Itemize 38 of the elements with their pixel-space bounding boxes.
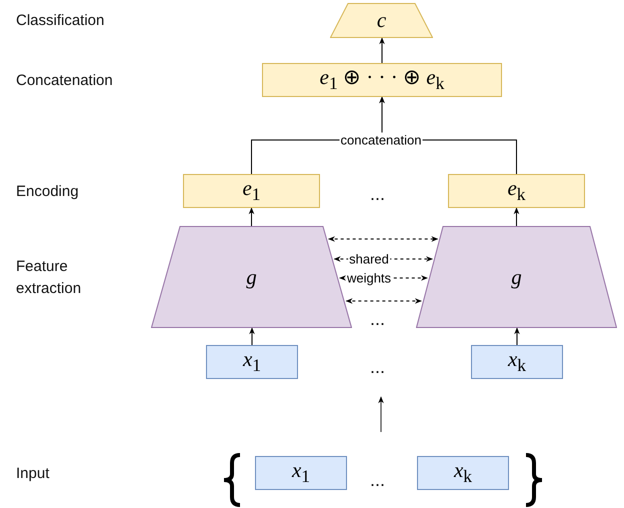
output-trapezoid [330, 3, 433, 38]
math-label: e$_{k}$ [507, 176, 526, 206]
arrow [248, 207, 254, 226]
math-label: e$_{1}$ [242, 176, 261, 206]
row-label: Concatenation [16, 71, 113, 91]
math-label: c [376, 8, 386, 33]
arrow [514, 207, 520, 226]
edge-label: concatenation [340, 132, 422, 148]
arrow [249, 327, 255, 346]
encoding-box [183, 174, 320, 208]
dashed-arrow [346, 298, 422, 304]
row-label: Encoding [16, 182, 79, 202]
input-box [471, 345, 563, 379]
arrow [379, 37, 385, 64]
arrow [514, 327, 520, 346]
math-label: e$_{1}$ ⊕ · · · ⊕ e$_{k}$ [320, 65, 444, 95]
input-box [206, 345, 298, 379]
edge-label: shared [348, 252, 390, 266]
encoder-trapezoid [416, 226, 617, 328]
math-label: x$_{k}$ [454, 458, 472, 488]
math-label: x$_{1}$ [242, 347, 262, 377]
math-label: x$_{1}$ [292, 458, 310, 488]
input-box [255, 456, 347, 490]
encoding-box [448, 174, 585, 208]
row-label: Feature extraction [16, 257, 82, 299]
ellipsis: ... [370, 356, 386, 378]
edge-label: weights [346, 270, 392, 286]
math-label: g [246, 264, 257, 290]
row-label: Classification [16, 11, 104, 31]
math-label: g [511, 264, 522, 290]
input-box [417, 456, 509, 490]
ellipsis: ... [370, 308, 386, 330]
dashed-arrow [328, 236, 438, 242]
ellipsis: ... [370, 469, 386, 491]
math-label: x$_{k}$ [508, 347, 526, 377]
concatenation-box [262, 63, 502, 97]
ellipsis: ... [370, 183, 386, 205]
row-label: Input [16, 464, 50, 484]
